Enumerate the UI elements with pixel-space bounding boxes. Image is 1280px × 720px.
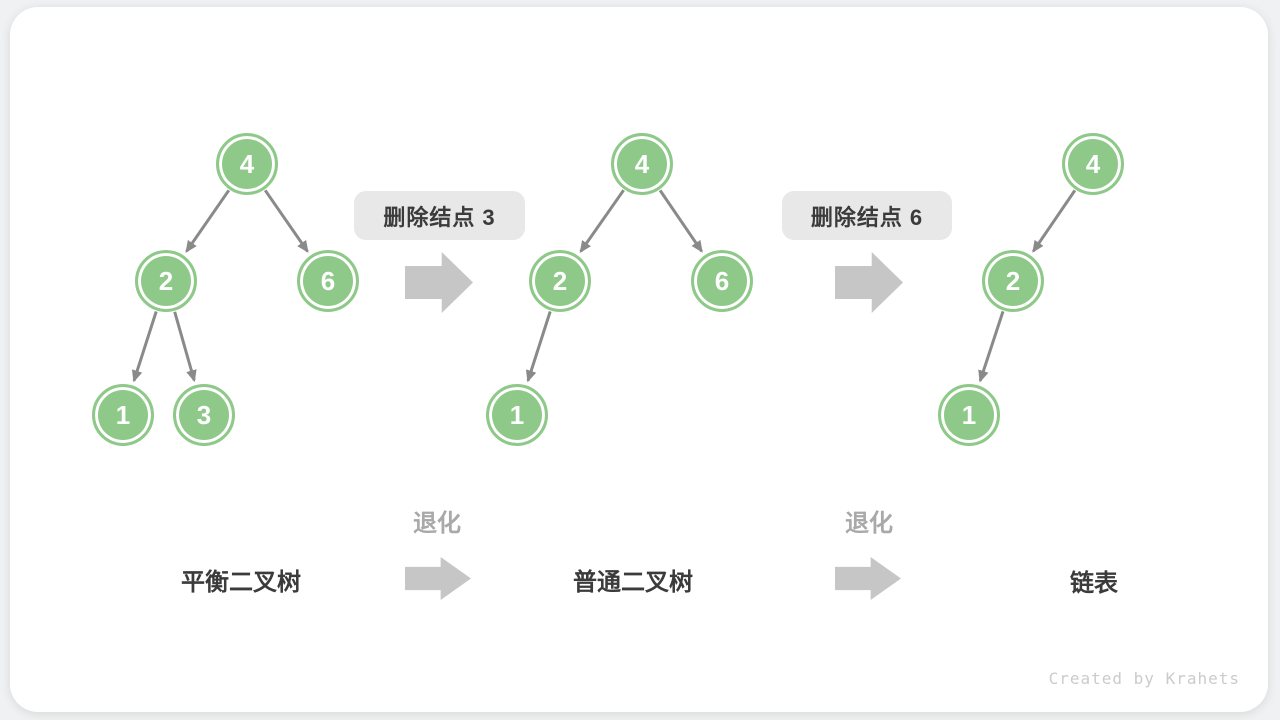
balanced-tree-node-6: 6 <box>297 250 359 312</box>
tree-edge <box>579 189 625 253</box>
tree-edge <box>1032 189 1077 253</box>
tree-edge <box>978 310 1005 383</box>
diagram-card <box>10 7 1268 712</box>
caption-ordinary-tree: 普通二叉树 <box>573 569 693 596</box>
caption-balanced-tree: 平衡二叉树 <box>181 569 301 596</box>
ordinary-tree-node-6: 6 <box>691 250 753 312</box>
tree-edge <box>131 311 158 383</box>
delete-node-6-label: 删除结点 6 <box>782 191 952 240</box>
tree-edge <box>185 189 231 253</box>
degrade-label: 退化 <box>413 510 461 537</box>
linked-list-node-2: 2 <box>982 250 1044 312</box>
linked-list-node-1: 1 <box>938 384 1000 446</box>
caption-linked-list: 链表 <box>1070 570 1118 597</box>
tree-edge <box>173 311 197 383</box>
balanced-tree-node-4: 4 <box>216 133 278 195</box>
watermark: Created by Krahets <box>1048 669 1240 688</box>
balanced-tree-node-3: 3 <box>173 384 235 446</box>
balanced-tree-node-2: 2 <box>135 250 197 312</box>
tree-edge <box>658 189 703 253</box>
tree-edge <box>525 311 552 383</box>
tree-edge <box>263 189 309 253</box>
balanced-tree-node-1: 1 <box>92 384 154 446</box>
ordinary-tree-node-4: 4 <box>611 133 673 195</box>
ordinary-tree-node-1: 1 <box>486 384 548 446</box>
delete-node-3-label: 删除结点 3 <box>354 191 525 240</box>
degrade-label: 退化 <box>845 510 893 537</box>
linked-list-node-4: 4 <box>1062 133 1124 195</box>
ordinary-tree-node-2: 2 <box>529 250 591 312</box>
